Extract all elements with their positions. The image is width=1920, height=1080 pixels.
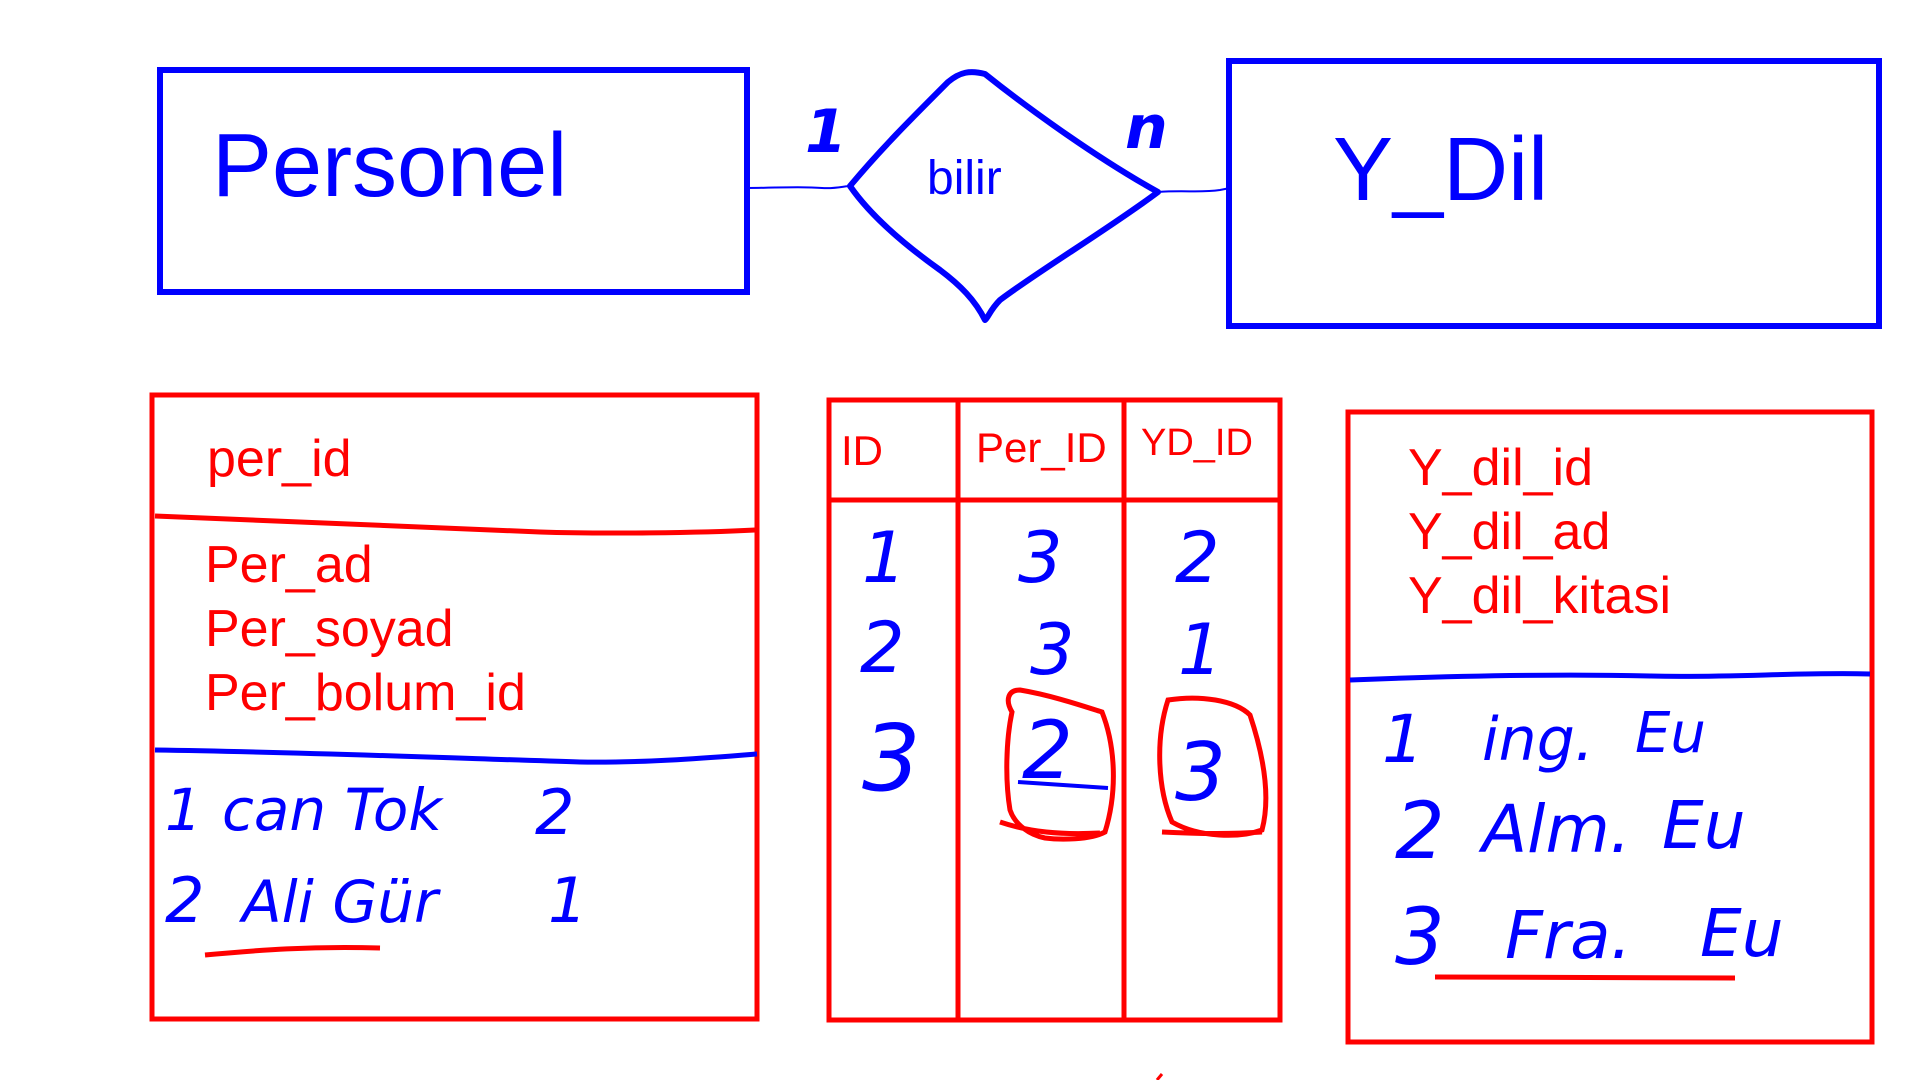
bridge-header-yd-id: YD_ID [1141,422,1253,464]
entity-personel-box [157,67,750,295]
ydil-row-id: 3 [1395,893,1445,983]
ydil-data-divider [1349,671,1871,683]
bridge-header-id: ID [841,427,883,474]
ydil-row-kita: Eu [1662,787,1746,864]
personel-row-id: 2 [165,864,204,937]
personel-row-bolum: 1 [548,864,587,937]
personel-row-name: Ali Gür [238,868,441,936]
personel-row-id: 1 [165,776,202,844]
ydil-row-kita: Eu [1700,895,1784,972]
circle-mark-yd-id [1157,695,1269,838]
ydil-table-border [1345,409,1875,1045]
ydil-attr-1: Y_dil_ad [1408,503,1610,561]
ydil-attr-0: Y_dil_id [1408,439,1593,497]
personel-table: per_id Per_ad Per_soyad Per_bolum_id 1 c… [149,392,760,1022]
personel-data-divider [154,747,758,765]
bridge-cell: 2 [1175,517,1220,599]
personel-row-bolum: 2 [535,776,574,849]
bridge-header-per-id: Per_ID [976,424,1107,471]
connector-right-line [1157,187,1231,193]
personel-table-border [149,392,760,1022]
table-row: 2 3 1 [860,607,1223,691]
entity-personel-label: Personel [212,116,567,216]
bridge-table-border [826,397,1283,1023]
relationship-diamond [847,69,1161,323]
personel-attr-1: Per_soyad [205,600,454,658]
bridge-cell: 3 [1175,726,1226,819]
ydil-row-ad: Alm. [1478,791,1631,868]
ydil-attr-2: Y_dil_kitasi [1408,567,1671,625]
cardinality-many: n [1125,93,1168,163]
table-row: 2 Ali Gür 1 [165,864,587,937]
bridge-cell: 1 [1178,609,1223,691]
bridge-cell: 1 [862,517,907,599]
personel-pk-divider [154,513,756,536]
underline-mark-per-id [1017,780,1109,790]
table-row: 1 can Tok 2 [165,776,574,849]
bridge-cell: 3 [1018,517,1063,599]
cardinality-one: 1 [805,97,847,167]
ydil-table: Y_dil_id Y_dil_ad Y_dil_kitasi 1 ing. Eu… [1345,409,1875,1045]
entity-ydil-box [1226,58,1882,329]
ydil-underline-mark [1434,974,1736,981]
bridge-cell: 3 [1030,609,1075,691]
personel-attr-2: Per_bolum_id [205,664,526,722]
personel-underline-mark [204,944,381,958]
bridge-table: ID Per_ID YD_ID 1 3 2 2 3 1 3 2 3 [826,397,1283,1023]
connector-left-line [746,185,851,190]
er-section: Personel bilir Y_Dil 1 n [157,58,1882,329]
table-row: 1 3 2 [862,517,1220,599]
personel-attr-0: Per_ad [205,536,373,594]
table-row: 2 Alm. Eu [1395,787,1746,877]
personel-pk-field: per_id [207,430,352,488]
ydil-row-kita: Eu [1635,701,1706,766]
table-row: 1 ing. Eu [1382,701,1706,778]
ydil-row-id: 2 [1395,787,1445,877]
circle-mark-per-id [999,687,1116,842]
table-row: 3 Fra. Eu [1395,893,1784,983]
bridge-cell: 3 [862,705,921,812]
personel-row-name: can Tok [222,776,444,844]
stray-mark [1155,1073,1164,1080]
ydil-row-ad: Fra. [1505,897,1632,974]
table-row: 3 2 3 [862,704,1226,819]
ydil-row-id: 1 [1382,701,1424,778]
ydil-row-ad: ing. [1482,705,1594,775]
relationship-label: bilir [927,152,1002,205]
entity-ydil-label: Y_Dil [1333,120,1548,220]
bridge-cell: 2 [860,607,905,689]
